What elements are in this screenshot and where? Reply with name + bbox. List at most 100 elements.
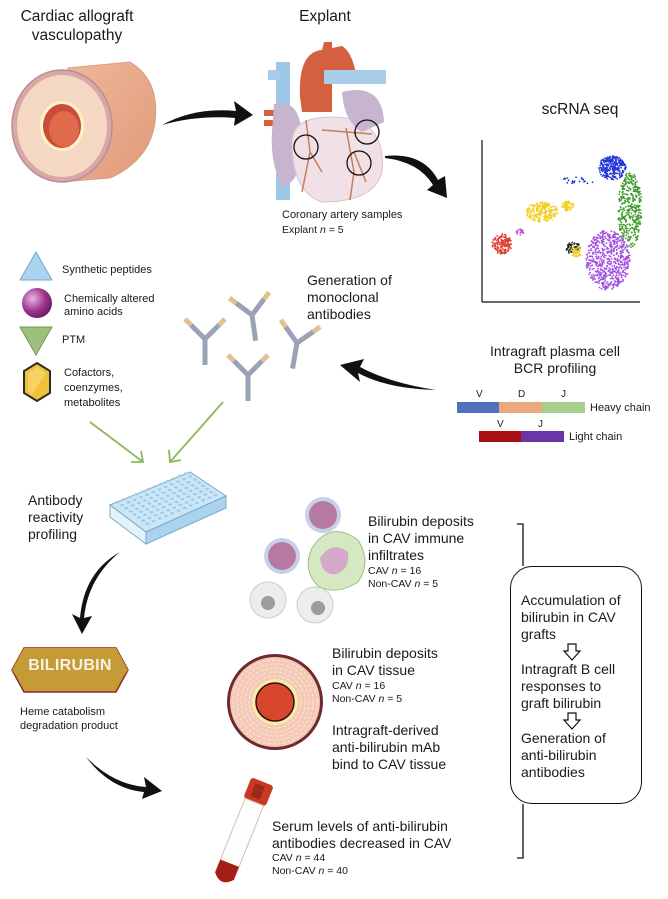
plate-well xyxy=(120,503,125,507)
umap-point-blue xyxy=(601,162,603,165)
umap-point-purple xyxy=(611,287,613,290)
umap-point-blue xyxy=(600,159,603,162)
explant-n: Explant n = 5 xyxy=(282,224,344,236)
umap-point-purple xyxy=(623,264,626,266)
umap-point-blue xyxy=(605,160,608,163)
umap-point-yellow xyxy=(529,217,532,219)
umap-point-red xyxy=(499,250,501,253)
umap-point-yellow xyxy=(555,212,558,214)
umap-point-black xyxy=(575,243,578,246)
umap-point-green xyxy=(626,223,628,226)
umap-point-yellow xyxy=(532,208,535,211)
umap-point-yellow xyxy=(578,249,581,252)
umap-point-purple xyxy=(593,252,596,254)
umap-point-purple xyxy=(626,257,629,260)
umap-point-purple xyxy=(592,267,595,270)
umap-point-blue xyxy=(591,181,594,184)
umap-point-green xyxy=(634,181,637,184)
umap-point-purple xyxy=(608,239,611,241)
umap-point-purple xyxy=(619,272,622,274)
umap-point-blue xyxy=(602,159,604,161)
plate-well xyxy=(190,498,195,501)
umap-point-red xyxy=(498,236,501,239)
umap-point-green xyxy=(623,188,626,190)
umap-point-red xyxy=(500,236,503,239)
blood-tube-illustration xyxy=(214,778,273,883)
umap-point-yellow xyxy=(545,220,548,223)
umap-point-green xyxy=(637,229,640,231)
umap-point-purple xyxy=(590,249,592,252)
plate-well xyxy=(205,487,210,491)
umap-point-blue xyxy=(612,155,614,158)
umap-point-green xyxy=(628,229,630,232)
plate-well xyxy=(169,483,174,486)
umap-point-red xyxy=(496,234,499,237)
umap-point-blue xyxy=(619,174,621,177)
umap-point-blue xyxy=(573,180,576,183)
umap-point-purple xyxy=(597,264,600,267)
umap-point-blue xyxy=(604,163,606,166)
umap-point-purple xyxy=(595,264,598,267)
umap-point-purple xyxy=(591,277,593,279)
umap-point-purple xyxy=(605,287,608,290)
umap-point-purple xyxy=(627,266,630,268)
umap-point-green xyxy=(630,231,633,234)
umap-point-green xyxy=(636,188,639,191)
umap-point-green xyxy=(638,220,641,223)
umap-point-yellow xyxy=(571,203,574,206)
heart-illustration xyxy=(264,42,386,203)
umap-point-purple xyxy=(612,268,615,271)
umap-point-red xyxy=(507,247,510,250)
umap-point-green xyxy=(633,243,636,246)
umap-point-green xyxy=(638,222,640,225)
umap-point-green xyxy=(628,208,631,211)
umap-point-purple xyxy=(617,255,620,257)
plate-well xyxy=(182,492,187,495)
umap-point-yellow xyxy=(574,251,577,254)
umap-point-green xyxy=(634,190,637,193)
umap-point-yellow xyxy=(537,209,540,212)
umap-point-yellow xyxy=(534,215,537,218)
umap-point-purple xyxy=(607,233,609,235)
plate-well xyxy=(186,481,191,484)
umap-point-purple xyxy=(604,284,607,287)
umap-point-yellow xyxy=(539,205,542,208)
umap-point-green xyxy=(638,194,640,197)
umap-point-purple xyxy=(588,264,590,266)
umap-point-purple xyxy=(610,251,613,254)
umap-point-purple xyxy=(601,235,603,238)
plate-well xyxy=(137,516,141,519)
plate-well xyxy=(145,493,149,496)
umap-point-purple xyxy=(598,282,600,285)
umap-point-red xyxy=(507,248,510,251)
umap-point-purple xyxy=(620,237,623,239)
umap-point-green xyxy=(628,216,631,219)
umap-point-green xyxy=(634,236,637,239)
umap-point-blue xyxy=(599,164,602,167)
umap-point-blue xyxy=(609,168,612,170)
umap-point-magenta xyxy=(516,229,519,232)
umap-point-red xyxy=(504,241,507,244)
plate-well xyxy=(178,489,183,492)
umap-point-purple xyxy=(613,264,616,267)
umap-point-green xyxy=(625,229,628,232)
umap-point-purple xyxy=(588,269,591,271)
umap-point-green xyxy=(631,174,634,177)
umap-point-green xyxy=(626,209,629,211)
plate-well xyxy=(147,516,152,520)
plate-well xyxy=(168,503,172,506)
umap-point-green xyxy=(625,172,628,175)
umap-point-green xyxy=(618,193,621,196)
umap-point-red xyxy=(497,242,499,244)
umap-point-yellow xyxy=(528,204,531,207)
umap-point-yellow xyxy=(579,254,582,256)
umap-point-green xyxy=(624,177,627,180)
umap-point-green xyxy=(630,212,633,215)
umap-point-purple xyxy=(591,278,594,281)
umap-point-purple xyxy=(617,240,619,243)
umap-point-green xyxy=(638,201,641,204)
umap-point-purple xyxy=(612,286,615,289)
plate-well xyxy=(176,480,180,483)
umap-point-green xyxy=(636,228,638,231)
umap-point-green xyxy=(631,206,634,209)
